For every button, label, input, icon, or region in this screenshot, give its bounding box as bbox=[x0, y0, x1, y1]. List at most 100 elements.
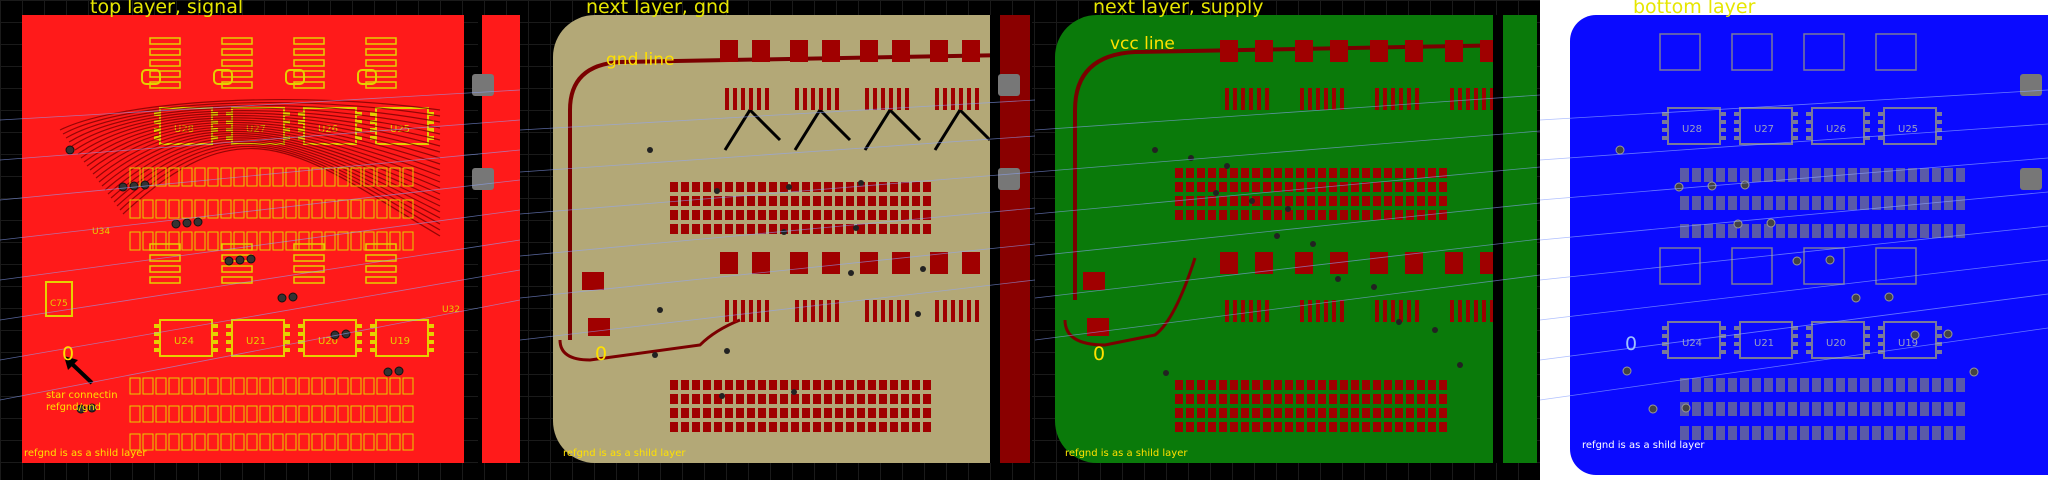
smd-pad bbox=[1351, 422, 1359, 432]
smd-pad bbox=[670, 408, 678, 418]
callout-arrowhead bbox=[64, 356, 78, 370]
smd-pad bbox=[681, 196, 689, 206]
ratsnest-line bbox=[1540, 123, 2048, 161]
via bbox=[1943, 329, 1953, 339]
smd-pad bbox=[1704, 426, 1713, 440]
smd-pad bbox=[1445, 40, 1463, 62]
smd-pad bbox=[1824, 168, 1833, 182]
smd-pad bbox=[1439, 380, 1447, 390]
smd-pad bbox=[769, 380, 777, 390]
smd-pad bbox=[1836, 196, 1845, 210]
smd-pad bbox=[324, 433, 336, 451]
ic-pin bbox=[1720, 326, 1726, 330]
smd-pad bbox=[813, 408, 821, 418]
cap-footprint bbox=[1659, 33, 1701, 71]
smd-pad bbox=[220, 199, 232, 219]
smd-pad bbox=[1428, 182, 1436, 192]
smd-pad bbox=[350, 231, 362, 251]
smd-pad bbox=[1944, 378, 1953, 392]
smd-pad bbox=[1395, 380, 1403, 390]
ic-pin bbox=[1878, 334, 1884, 338]
smd-pad bbox=[168, 433, 180, 451]
smd-pad bbox=[758, 196, 766, 206]
ratsnest-line bbox=[1540, 293, 2048, 361]
smd-pad bbox=[670, 380, 678, 390]
smd-pad bbox=[1800, 402, 1809, 416]
ic-pin bbox=[428, 332, 434, 336]
smd-pad bbox=[298, 405, 310, 423]
cap-footprint bbox=[1803, 247, 1845, 285]
smd-pad bbox=[791, 394, 799, 404]
ic-pin bbox=[951, 300, 955, 322]
ic-pin bbox=[1249, 300, 1253, 322]
smd-pad bbox=[1932, 196, 1941, 210]
smd-pad bbox=[780, 408, 788, 418]
smd-pad bbox=[1836, 224, 1845, 238]
smd-pad bbox=[912, 422, 920, 432]
ic-pin bbox=[212, 136, 218, 140]
smd-pad bbox=[389, 377, 401, 395]
signal-trace bbox=[86, 121, 441, 167]
smd-pad bbox=[890, 210, 898, 220]
signal-trace bbox=[98, 130, 441, 189]
smd-pad bbox=[1340, 168, 1348, 178]
smd-pad bbox=[1340, 380, 1348, 390]
smd-pad bbox=[736, 182, 744, 192]
smd-pad bbox=[311, 433, 323, 451]
ic-pin bbox=[733, 300, 737, 322]
via bbox=[87, 403, 97, 413]
ratsnest-line bbox=[520, 279, 1035, 341]
smd-pad bbox=[1241, 196, 1249, 206]
smd-pad bbox=[1340, 210, 1348, 220]
smd-pad bbox=[1370, 40, 1388, 62]
smd-pad bbox=[681, 408, 689, 418]
smd-pad bbox=[1285, 422, 1293, 432]
smd-pad bbox=[923, 210, 931, 220]
smd-pad bbox=[1208, 408, 1216, 418]
ratsnest-line bbox=[1540, 157, 2048, 201]
smd-pad bbox=[714, 210, 722, 220]
smd-pad bbox=[692, 196, 700, 206]
smd-pad bbox=[868, 408, 876, 418]
ic-pin bbox=[1864, 128, 1870, 132]
via bbox=[1681, 403, 1691, 413]
ic-pin bbox=[1324, 88, 1328, 110]
smd-pad bbox=[802, 394, 810, 404]
smd-pad bbox=[846, 394, 854, 404]
ic-pin bbox=[1332, 300, 1336, 322]
smd-pad bbox=[233, 433, 245, 451]
smd-pad bbox=[1944, 168, 1953, 182]
ic-pin bbox=[835, 300, 839, 322]
smd-pad bbox=[868, 422, 876, 432]
smd-pad bbox=[1186, 380, 1194, 390]
ratsnest-line bbox=[520, 243, 1035, 299]
ic-pin bbox=[370, 112, 376, 116]
smd-pad bbox=[1860, 402, 1869, 416]
smd-pad bbox=[1872, 168, 1881, 182]
smd-pad bbox=[791, 196, 799, 206]
smd-pad bbox=[285, 405, 297, 423]
smd-pad bbox=[824, 196, 832, 206]
smd-pad bbox=[1263, 210, 1271, 220]
ic-pin bbox=[284, 332, 290, 336]
smd-pad bbox=[1274, 380, 1282, 390]
smd-pad bbox=[1384, 380, 1392, 390]
smd-pad bbox=[1752, 168, 1761, 182]
smd-pad bbox=[363, 377, 375, 395]
via bbox=[76, 404, 86, 414]
ic-pin bbox=[827, 300, 831, 322]
cap-footprint bbox=[365, 276, 397, 284]
smd-pad bbox=[298, 199, 310, 219]
smd-pad bbox=[1920, 402, 1929, 416]
ratsnest-line bbox=[1540, 89, 2048, 121]
smd-pad bbox=[376, 231, 388, 251]
smd-pad bbox=[1932, 378, 1941, 392]
smd-pad bbox=[1896, 426, 1905, 440]
ic-label: U21 bbox=[246, 336, 266, 347]
smd-pad bbox=[246, 405, 258, 423]
origin-marker: 0 bbox=[595, 343, 608, 365]
smd-pad bbox=[1175, 408, 1183, 418]
smd-pad bbox=[298, 167, 310, 187]
ic-pin bbox=[1792, 334, 1798, 338]
ic-pin bbox=[154, 136, 160, 140]
